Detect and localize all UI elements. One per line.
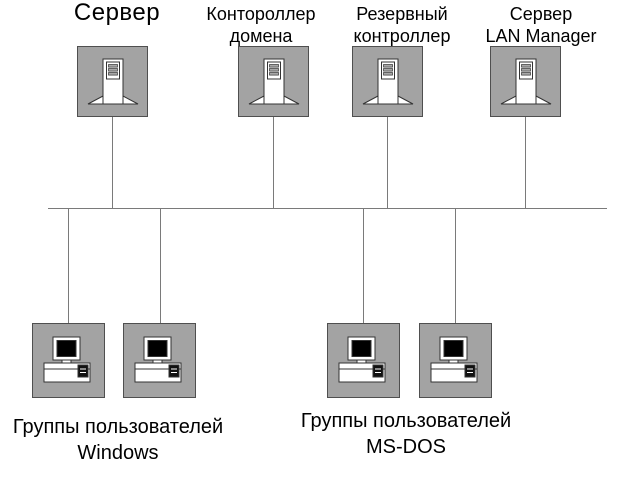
connector-workstation-2 bbox=[160, 208, 161, 323]
backup-controller-label-line2: контроллер bbox=[353, 26, 451, 46]
workstation-node-msdos-2 bbox=[419, 323, 492, 398]
backup-controller-label-line1: Резервный bbox=[356, 4, 448, 24]
connector-workstation-4 bbox=[455, 208, 456, 323]
group-label-windows: Группы пользователей Windows bbox=[8, 414, 228, 466]
connector-server-3 bbox=[387, 117, 388, 208]
connector-server-2 bbox=[273, 117, 274, 208]
connector-server-4 bbox=[525, 117, 526, 208]
server-tower-icon bbox=[500, 58, 551, 104]
group-label-msdos-line1: Группы пользователей bbox=[300, 410, 512, 432]
server-tower-icon bbox=[362, 58, 413, 104]
lan-manager-server-label-line2: LAN Manager bbox=[485, 26, 597, 46]
backup-controller-node bbox=[352, 46, 423, 117]
group-label-windows-line1: Группы пользователей bbox=[12, 416, 224, 438]
group-label-windows-line2: Windows bbox=[77, 442, 159, 464]
domain-controller-label-line1: Контороллер bbox=[206, 4, 316, 24]
group-label-msdos-line2: MS-DOS bbox=[366, 436, 446, 458]
server-tower-icon bbox=[87, 58, 138, 104]
workstation-node-windows-2 bbox=[123, 323, 196, 398]
workstation-node-windows-1 bbox=[32, 323, 105, 398]
group-label-msdos: Группы пользователей MS-DOS bbox=[296, 408, 516, 460]
connector-server-1 bbox=[112, 117, 113, 208]
backup-controller-label: Резервный контроллер bbox=[331, 3, 473, 47]
domain-controller-label-line2: домена bbox=[229, 26, 293, 46]
workstation-icon bbox=[338, 336, 385, 382]
server-tower-icon bbox=[248, 58, 299, 104]
server-label-line1: Сервер bbox=[73, 0, 161, 26]
connector-workstation-3 bbox=[363, 208, 364, 323]
workstation-icon bbox=[43, 336, 90, 382]
network-bus-line bbox=[48, 208, 607, 209]
workstation-node-msdos-1 bbox=[327, 323, 400, 398]
workstation-icon bbox=[134, 336, 181, 382]
workstation-icon bbox=[430, 336, 477, 382]
lan-manager-server-label-line1: Сервер bbox=[509, 4, 573, 24]
lan-manager-server-label: Сервер LAN Manager bbox=[468, 3, 614, 47]
lan-manager-server-node bbox=[490, 46, 561, 117]
server-label: Сервер bbox=[47, 0, 187, 26]
connector-workstation-1 bbox=[68, 208, 69, 323]
server-node bbox=[77, 46, 148, 117]
domain-controller-label: Контороллер домена bbox=[191, 3, 331, 47]
domain-controller-node bbox=[238, 46, 309, 117]
